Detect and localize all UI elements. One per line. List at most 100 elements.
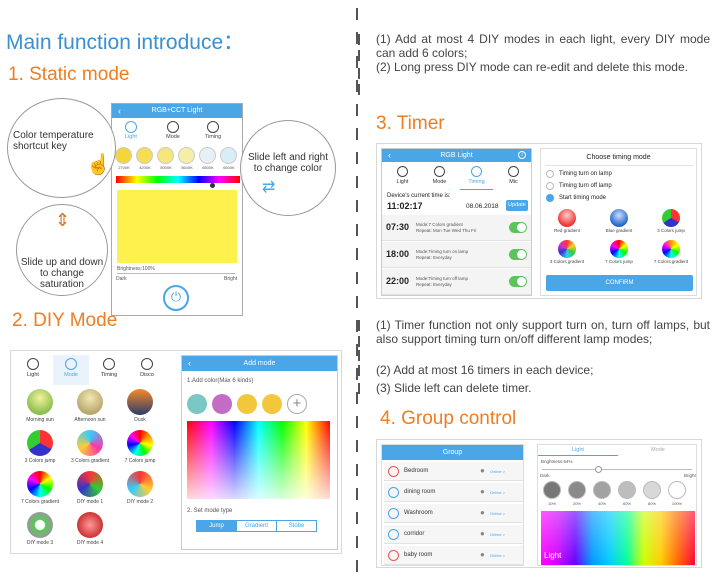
timing-mode-item[interactable]: 3 Colors jump xyxy=(645,209,697,239)
tab-timing[interactable]: Timing xyxy=(202,121,224,140)
room-icon xyxy=(388,487,399,498)
timing-mode-item[interactable]: Blue gradient xyxy=(593,209,645,239)
timing-mode-item[interactable]: 7 Colors jump xyxy=(593,240,645,270)
brightness-level-swatch[interactable] xyxy=(593,481,611,499)
tab-light[interactable]: Light xyxy=(120,121,142,140)
timing-option-label: Timing turn on lamp xyxy=(559,171,612,177)
diy-mode-icon xyxy=(27,430,53,456)
added-color[interactable] xyxy=(212,394,232,414)
diy-mode-item[interactable]: Morning sun xyxy=(15,387,65,427)
diy-tab[interactable]: Timing xyxy=(91,355,127,385)
room-icon xyxy=(388,466,399,477)
timer-tab[interactable]: Mic xyxy=(497,164,530,190)
diy-tab[interactable]: Light xyxy=(15,355,51,385)
gradient-button[interactable]: Gradient xyxy=(236,521,276,531)
timer-toggle[interactable] xyxy=(509,222,527,233)
added-color[interactable] xyxy=(262,394,282,414)
temp-swatch[interactable] xyxy=(199,147,216,164)
diy-color-picker[interactable] xyxy=(187,421,330,499)
temp-swatch[interactable] xyxy=(136,147,153,164)
timing-option[interactable]: Start timing mode xyxy=(546,194,696,205)
group-title-bar: Group xyxy=(382,445,523,460)
diy-mode-icon xyxy=(127,471,153,497)
bullet-bar xyxy=(358,383,360,394)
timer-toggle[interactable] xyxy=(509,276,527,287)
brightness-level-swatch[interactable] xyxy=(618,481,636,499)
group-brightness-slider[interactable] xyxy=(542,469,692,470)
timing-mode-item[interactable]: 7 Colors gradient xyxy=(645,240,697,270)
added-color[interactable] xyxy=(187,394,207,414)
brightness-level-swatch[interactable] xyxy=(543,481,561,499)
info-icon[interactable]: i xyxy=(518,151,526,159)
diy-tab[interactable]: Disco xyxy=(129,355,165,385)
add-color-icon[interactable]: + xyxy=(287,394,307,414)
temp-label: 5600K xyxy=(181,165,193,170)
color-spectrum-bar[interactable] xyxy=(116,176,240,183)
group-room-row[interactable]: corridor●Online > xyxy=(384,525,523,544)
temp-swatch[interactable] xyxy=(178,147,195,164)
confirm-button[interactable]: CONFIRM xyxy=(546,275,693,291)
timer-time: 18:00 xyxy=(386,249,410,259)
back-icon[interactable]: ‹ xyxy=(188,358,191,368)
brightness-slider[interactable] xyxy=(117,273,235,274)
brightness-level-swatch[interactable] xyxy=(568,481,586,499)
power-button[interactable]: ⏻ xyxy=(163,285,189,311)
timing-mode-item[interactable]: 3 Colors gradient xyxy=(541,240,593,270)
update-button[interactable]: Update xyxy=(506,200,528,211)
group-brightness-handle[interactable] xyxy=(595,466,602,473)
back-icon[interactable]: ‹ xyxy=(118,106,121,116)
brightness-level-swatch[interactable] xyxy=(668,481,686,499)
temp-swatch[interactable] xyxy=(220,147,237,164)
group-room-row[interactable]: dining room●Online > xyxy=(384,483,523,502)
timer-tab[interactable]: Mode xyxy=(423,164,456,190)
radio-icon xyxy=(546,170,554,178)
diy-mode-item[interactable]: Dusk xyxy=(115,387,165,427)
diy-mode-item[interactable]: 3 Colors jump xyxy=(15,428,65,468)
group-room-row[interactable]: baby room●Online > xyxy=(384,546,523,565)
spectrum-handle[interactable] xyxy=(210,183,215,188)
room-icon xyxy=(388,529,399,540)
added-color[interactable] xyxy=(237,394,257,414)
group-room-row[interactable]: Bedroom●Online > xyxy=(384,462,523,481)
stobe-button[interactable]: Stobe xyxy=(276,521,316,531)
timer-repeat-text: Repeat: Everyday xyxy=(416,255,452,260)
timing-mode-item[interactable]: Red gradient xyxy=(541,209,593,239)
diy-mode-item[interactable]: DIY mode 1 xyxy=(65,469,115,509)
group-tab-mode[interactable]: Mode xyxy=(651,447,665,453)
diy-mode-item[interactable]: DIY mode 2 xyxy=(115,469,165,509)
timing-option-label: Timing turn off lamp xyxy=(559,183,612,189)
bullet-bar xyxy=(358,50,360,61)
group-color-picker[interactable] xyxy=(541,511,695,565)
timing-option[interactable]: Timing turn off lamp xyxy=(546,182,696,193)
timing-option[interactable]: Timing turn on lamp xyxy=(546,170,696,181)
current-time: 11:02:17 xyxy=(387,201,423,211)
timer-toggle[interactable] xyxy=(509,249,527,260)
diy-mode-item[interactable]: DIY mode 3 xyxy=(15,510,65,550)
diy-mode-item[interactable]: Afternoon sun xyxy=(65,387,115,427)
tab-mode[interactable]: Mode xyxy=(162,121,184,140)
brightness-level-swatch[interactable] xyxy=(643,481,661,499)
diy-mode-item[interactable]: 3 Colors gradient xyxy=(65,428,115,468)
temp-swatch[interactable] xyxy=(157,147,174,164)
back-icon[interactable]: ‹ xyxy=(388,150,391,160)
timer-tab[interactable]: Light xyxy=(386,164,419,190)
timer-tab[interactable]: Timing xyxy=(460,164,493,190)
current-date: 08.06.2018 xyxy=(466,203,499,210)
bullet-bar xyxy=(358,68,360,79)
mode-icon xyxy=(167,121,179,133)
color-temp-callout-text: Color temperature shortcut key xyxy=(13,130,94,152)
diy-mode-item[interactable]: 7 Colors gradient xyxy=(15,469,65,509)
diy-tab[interactable]: Mode xyxy=(53,355,89,385)
temp-swatch[interactable] xyxy=(115,147,132,164)
color-swatch[interactable] xyxy=(117,190,237,263)
diy-mode-item[interactable]: DIY mode 4 xyxy=(65,510,115,550)
diy-mode-item[interactable]: 7 Colors jump xyxy=(115,428,165,468)
jump-button[interactable]: Jump xyxy=(197,521,236,531)
group-room-row[interactable]: Washroom●Online > xyxy=(384,504,523,523)
group-tab-light[interactable]: Light xyxy=(538,447,618,456)
